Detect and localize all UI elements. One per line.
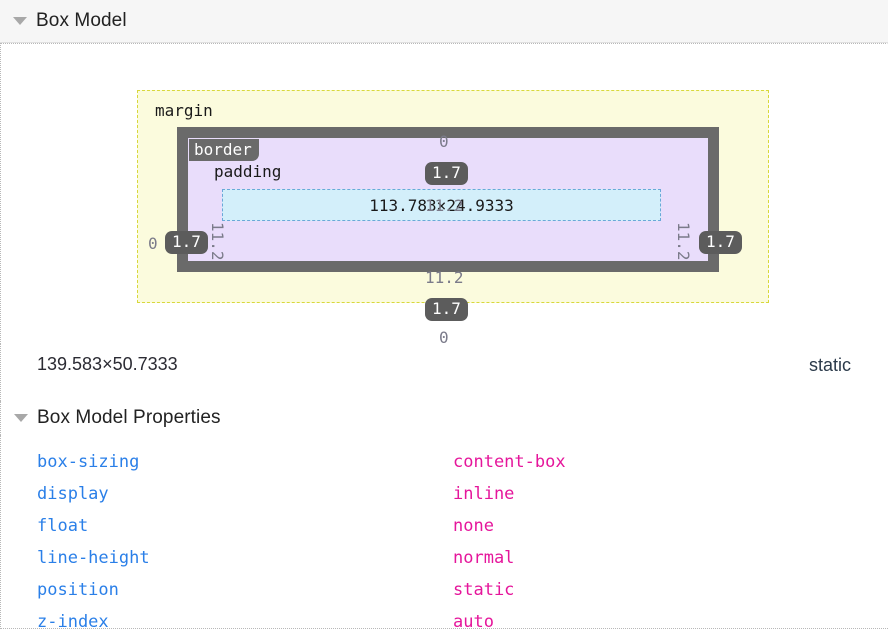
content-region[interactable]: 113.783×24.9333 — [222, 189, 661, 221]
property-value[interactable]: normal — [453, 548, 515, 568]
property-value[interactable]: none — [453, 516, 494, 536]
padding-right-value[interactable]: 11.2 — [674, 222, 693, 261]
padding-bottom-value[interactable]: 11.2 — [425, 268, 464, 287]
content-size-value: 113.783×24.9333 — [369, 195, 514, 215]
box-model-section-header[interactable]: Box Model — [0, 0, 888, 43]
triangle-down-icon[interactable] — [13, 17, 27, 25]
border-left-value[interactable]: 1.7 — [165, 231, 208, 254]
box-model-diagram: margin border padding 113.783×24.9333 0 … — [0, 43, 888, 347]
border-right-value[interactable]: 1.7 — [699, 231, 742, 254]
border-bottom-value[interactable]: 1.7 — [425, 298, 468, 321]
margin-top-value[interactable]: 0 — [439, 132, 449, 151]
property-value[interactable]: content-box — [453, 452, 566, 472]
total-size-value: 139.583×50.7333 — [37, 354, 178, 374]
padding-label: padding — [214, 162, 282, 181]
margin-label: margin — [155, 101, 213, 120]
property-row[interactable]: position static — [1, 574, 888, 606]
property-value[interactable]: inline — [453, 484, 515, 504]
padding-left-value[interactable]: 11.2 — [208, 222, 227, 261]
property-name[interactable]: line-height — [37, 548, 150, 568]
box-model-properties-section-header[interactable]: Box Model Properties — [0, 401, 888, 435]
box-model-summary: 139.583×50.7333 static — [0, 344, 888, 401]
property-name[interactable]: box-sizing — [37, 452, 140, 472]
margin-left-value[interactable]: 0 — [148, 234, 158, 253]
border-region[interactable]: border padding 113.783×24.9333 — [177, 127, 719, 272]
property-value[interactable]: auto — [453, 612, 494, 632]
page-title: Box Model — [36, 10, 127, 31]
property-row[interactable]: line-height normal — [1, 542, 888, 574]
border-label: border — [189, 139, 259, 161]
property-name[interactable]: position — [37, 580, 119, 600]
property-row[interactable]: display inline — [1, 478, 888, 510]
position-value: static — [808, 355, 851, 375]
property-name[interactable]: display — [37, 484, 109, 504]
property-row[interactable]: z-index auto — [1, 606, 888, 638]
triangle-down-icon[interactable] — [14, 414, 28, 422]
property-value[interactable]: static — [453, 580, 515, 600]
property-row[interactable]: box-sizing content-box — [1, 446, 888, 478]
box-model-properties-title: Box Model Properties — [37, 407, 221, 428]
border-top-value[interactable]: 1.7 — [425, 162, 468, 185]
property-name[interactable]: z-index — [37, 612, 109, 632]
box-model-properties-list: box-sizing content-box display inline fl… — [0, 435, 888, 632]
margin-region[interactable]: margin border padding 113.783×24.9333 — [137, 90, 769, 303]
property-row[interactable]: float none — [1, 510, 888, 542]
property-name[interactable]: float — [37, 516, 89, 536]
padding-top-value[interactable]: 11.2 — [425, 196, 464, 215]
margin-bottom-value[interactable]: 0 — [439, 328, 449, 347]
